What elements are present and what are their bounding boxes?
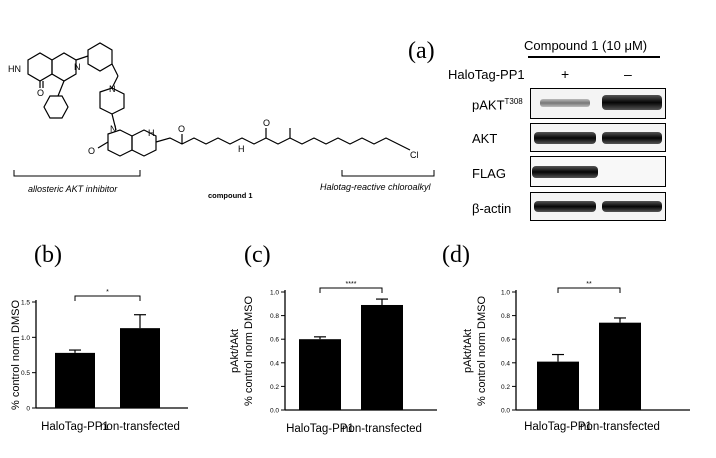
panel-a-letter: (a) [408, 38, 435, 64]
y-tick-label: 0.0 [501, 408, 510, 415]
atom-cl: Cl [410, 150, 419, 160]
y-axis-label: pAkt/tAkt [229, 329, 241, 373]
phenyl-ring [43, 95, 69, 119]
compound-header: Compound 1 (10 μM) [524, 38, 648, 53]
bar [599, 322, 641, 410]
significance-bracket [74, 295, 141, 301]
piperidine-ring [99, 87, 125, 115]
y-axis-label: % control norm DMSO [476, 296, 488, 406]
western-blot-panel [530, 88, 666, 221]
category-label: non-transfected [580, 421, 660, 433]
panel-d-letter: (d) [442, 242, 470, 268]
band-pakt-lane1 [540, 99, 590, 107]
bar [537, 361, 579, 410]
y-tick-label: 0.2 [501, 384, 510, 391]
significance-bracket [319, 287, 383, 293]
y-axis-label: % control norm DMSO [243, 296, 255, 406]
category-label: non-transfected [100, 421, 180, 433]
benzyl-ring [87, 42, 113, 72]
atom-h-chain: H [238, 144, 245, 154]
benzimidazolone-six-ring [131, 129, 157, 157]
atom-nh: HN [8, 64, 21, 74]
bar [299, 339, 341, 410]
significance-label: **** [346, 281, 357, 288]
significance-label: ** [586, 281, 592, 288]
atom-n1: N [74, 62, 81, 72]
bar [361, 304, 403, 410]
atom-o-chain2: O [263, 118, 270, 128]
chart-c: 0.0 0.2 0.4 0.6 0.8 1.0HaloTag-PP1non-transfe… [229, 281, 437, 435]
band-pakt-lane2 [602, 95, 662, 110]
band-flag-lane1 [532, 166, 598, 178]
blot-label-akt: AKT [472, 131, 498, 146]
atom-n2: N [109, 84, 116, 94]
lane-sign-minus: – [624, 66, 632, 82]
linker-chain [155, 137, 411, 151]
atom-n3: N [110, 124, 117, 134]
significance-label: * [106, 289, 109, 296]
atom-o-chain1: O [178, 124, 185, 134]
atom-o2: O [88, 146, 95, 156]
y-tick-label: 0.6 [501, 337, 510, 344]
blot-label-flag: FLAG [472, 166, 506, 181]
significance-bracket [557, 287, 621, 293]
y-tick-label: 0.0 [270, 408, 279, 415]
compound-structure: HN O N N O N H O H O Cl allosteric AKT i… [8, 42, 435, 200]
panel-b-letter: (b) [34, 242, 62, 268]
right-bracket [341, 170, 435, 177]
bar [55, 352, 95, 408]
atom-h1: H [148, 128, 155, 138]
ring-a [27, 52, 53, 82]
y-tick-label: 0.5 [21, 370, 30, 377]
atom-o1: O [37, 88, 44, 98]
chart-d: 0.0 0.2 0.4 0.6 0.8 1.0HaloTag-PP1non-transfe… [462, 281, 690, 433]
category-label: non-transfected [342, 423, 422, 435]
y-tick-label: 0.6 [270, 337, 279, 344]
y-tick-label: 1.0 [270, 290, 279, 297]
band-akt-lane2 [602, 132, 662, 144]
compound-header-line [528, 56, 660, 58]
row-header-halotag: HaloTag-PP1 [448, 67, 525, 82]
category-label: HaloTag-PP1 [41, 421, 109, 433]
caption-halotag: Halotag-reactive chloroalkyl [320, 182, 432, 192]
y-tick-label: 0.8 [501, 313, 510, 320]
y-tick-label: 1.0 [21, 335, 30, 342]
y-tick-label: 0 [26, 406, 30, 413]
y-tick-label: 0.8 [270, 313, 279, 320]
blot-label-pakt: pAKTT308 [472, 97, 523, 113]
y-tick-label: 0.4 [270, 360, 279, 367]
caption-allosteric: allosteric AKT inhibitor [28, 184, 118, 194]
y-tick-label: 1.0 [501, 290, 510, 297]
lane-sign-plus: + [561, 66, 570, 82]
category-label: HaloTag-PP1 [286, 423, 354, 435]
ring-b [51, 52, 77, 82]
y-axis-label: % control norm DMSO [10, 300, 22, 410]
caption-compound-1: compound 1 [208, 191, 253, 200]
blot-label-beta-actin: β-actin [472, 201, 512, 216]
panel-c-letter: (c) [244, 242, 271, 268]
left-bracket [13, 170, 141, 177]
category-label: HaloTag-PP1 [524, 421, 592, 433]
band-actin-lane1 [534, 201, 596, 212]
band-actin-lane2 [602, 201, 662, 212]
y-tick-label: 0.2 [270, 384, 279, 391]
y-tick-label: 1.5 [21, 300, 30, 307]
bar [120, 328, 160, 408]
band-akt-lane1 [534, 132, 596, 144]
y-axis-label: pAkt/tAkt [462, 329, 474, 373]
y-tick-label: 0.4 [501, 360, 510, 367]
